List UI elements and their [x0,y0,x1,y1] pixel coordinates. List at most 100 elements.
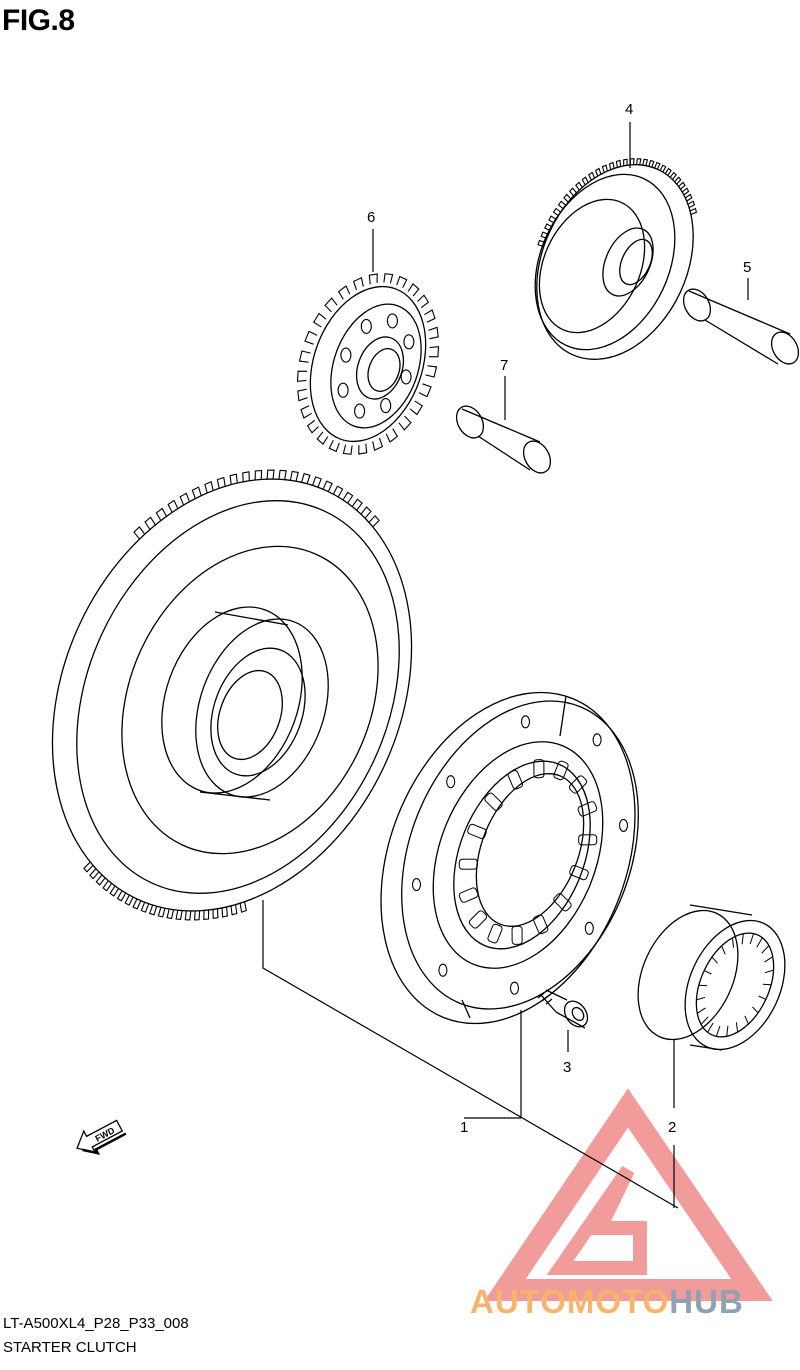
bearing-needle [716,1026,720,1036]
part-label-3: 3 [563,1059,571,1076]
gear-tooth [317,432,328,444]
part-1-one-way-clutch [334,654,682,1061]
bearing-needle [722,946,726,954]
clutch-roller [568,775,588,795]
gear-tooth [185,911,191,920]
gear-hole [361,319,371,333]
gear-hole [401,370,411,384]
part-1-starter-driven-gear [0,420,479,970]
gear-hole [387,314,397,328]
reference-code: LT-A500XL4_P28_P33_008 [3,1315,189,1332]
bearing-needle [732,938,733,948]
clutch-roller [458,887,478,903]
bearing-needle [712,957,718,963]
gear-tooth [300,351,311,362]
bearing-needle [742,934,743,945]
gear-tooth [418,295,429,308]
gear-hole [404,335,414,349]
part-labels: 1 2 3 4 5 6 7 [367,101,751,1136]
watermark-logo [505,1108,752,1290]
gear-tooth [255,471,261,481]
gear-tooth [308,420,319,433]
watermark-text-b: HUB [669,1283,744,1320]
clutch-roller [577,801,597,817]
clutch-roller [467,823,487,839]
leader-lines [263,122,748,1208]
gear-tooth [630,159,634,165]
part-label-1: 1 [460,1119,468,1136]
part-label-7: 7 [500,357,508,374]
gear-tooth [369,274,377,284]
gear-tooth [373,438,383,450]
clutch-roller [533,914,549,934]
bearing-needle [762,946,769,954]
bearing-needle [697,1008,705,1013]
gear-hole [381,399,391,413]
gear-tooth [408,284,419,296]
gear-tooth [576,182,583,190]
gear-tooth [167,909,173,919]
bolt-hole [439,964,447,976]
clutch-roller [553,892,573,912]
gear-tooth [329,440,339,451]
gear-tooth [279,470,286,479]
gear-tooth [386,429,397,442]
gear-tooth [325,298,337,312]
part-2-needle-bearing [618,894,800,1065]
fwd-arrow-icon: FWD [71,1114,127,1160]
bolt-hole [585,922,593,934]
bolt-hole [447,776,455,788]
bolt-hole [522,716,530,728]
figure-title: FIG.8 [2,4,75,38]
gear-tooth [156,509,166,521]
clutch-roller [507,769,523,789]
bearing-needle [745,1016,749,1024]
bolt-hole [620,819,628,831]
part-label-6: 6 [367,209,375,226]
gear-tooth [419,384,431,397]
watermark-text-a: AUTOMOTO [470,1283,669,1320]
gear-tooth [429,347,439,357]
gear-tooth [339,286,350,299]
gear-tooth [429,327,439,338]
bearing-needle [759,996,766,999]
gear-tooth [359,444,367,454]
gear-tooth [204,910,209,919]
caption: STARTER CLUTCH [3,1339,137,1356]
bearing-needle [727,1026,728,1037]
gear-tooth [399,416,411,430]
bearing-needle [736,1022,737,1032]
part-label-2: 2 [668,1119,676,1136]
gear-tooth [384,274,393,284]
gear-tooth [425,366,436,377]
gear-tooth [158,907,165,917]
gear-tooth [176,910,182,919]
gear-tooth [343,445,352,455]
gear-tooth [134,527,145,539]
gear-tooth [298,389,308,400]
bolt-hole [511,982,519,994]
gear-tooth [180,493,189,505]
gear-tooth [410,401,422,415]
bearing-needle [750,934,754,944]
part-7-pin [451,401,556,477]
part-label-4: 4 [625,101,633,118]
part-3-bolt [538,990,592,1031]
gear-tooth [397,277,407,288]
bearing-needle [708,1023,714,1032]
gear-tooth [314,314,326,328]
bolt-hole [413,879,421,891]
bearing-needle [704,971,711,974]
part-label-5: 5 [743,259,751,276]
bearing-needle [757,938,763,947]
clutch-roller [487,923,503,943]
part-4-idle-gear [507,139,724,385]
clutch-roller [512,926,522,944]
gear-tooth [369,516,379,527]
clutch-roller [459,859,477,869]
gear-hole [338,383,348,397]
gear-hole [355,404,365,418]
gear-hole [341,348,351,362]
